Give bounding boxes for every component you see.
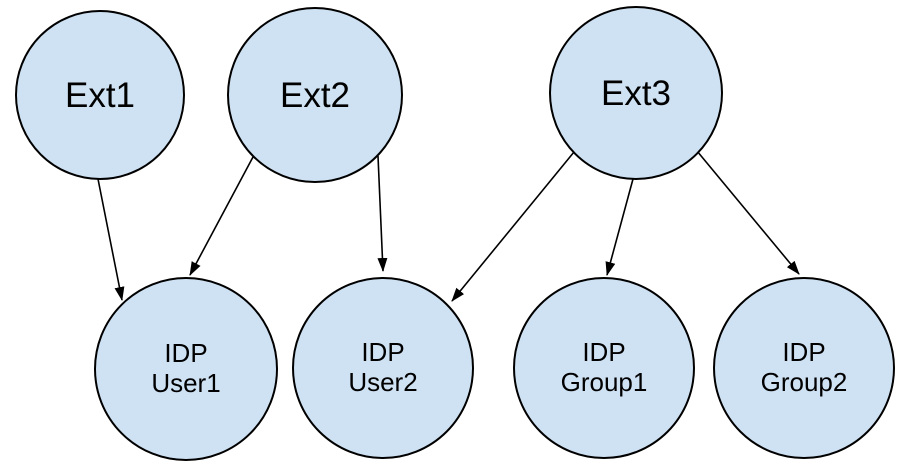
edge-ext3-to-idp-user2 <box>451 151 575 302</box>
edge-ext1-to-idp-user1 <box>97 178 125 301</box>
edge-ext2-to-idp-user1 <box>189 156 254 276</box>
node-idp-group1-label-line2: Group1 <box>561 367 648 397</box>
node-idp-user1[interactable]: IDP User1 <box>94 277 278 461</box>
node-ext3[interactable]: Ext3 <box>549 6 723 180</box>
node-idp-group1[interactable]: IDP Group1 <box>513 277 695 459</box>
node-idp-user2-circle[interactable] <box>292 277 474 459</box>
node-idp-user1-label-line1: IDP <box>164 338 207 368</box>
edge-ext3-to-idp-group1 <box>605 178 634 276</box>
node-idp-group2-label-line2: Group2 <box>761 367 848 397</box>
edges-layer <box>97 150 800 302</box>
edge-ext3-to-idp-group2 <box>696 150 800 275</box>
node-ext1[interactable]: Ext1 <box>15 10 185 180</box>
node-ext3-circle[interactable] <box>549 6 723 180</box>
node-idp-group2-circle[interactable] <box>713 277 895 459</box>
node-idp-group2[interactable]: IDP Group2 <box>713 277 895 459</box>
node-ext2[interactable]: Ext2 <box>227 7 403 183</box>
node-idp-group1-circle[interactable] <box>513 277 695 459</box>
node-idp-group2-label-line1: IDP <box>782 337 825 367</box>
node-idp-user1-circle[interactable] <box>94 277 278 461</box>
node-ext2-label: Ext2 <box>280 76 350 115</box>
node-idp-user2[interactable]: IDP User2 <box>292 277 474 459</box>
edge-ext2-to-idp-user2 <box>377 155 388 272</box>
node-ext1-label: Ext1 <box>65 76 135 115</box>
node-ext3-label: Ext3 <box>601 74 671 113</box>
node-idp-user2-label-line2: User2 <box>348 367 417 397</box>
node-idp-user1-label-line2: User1 <box>151 368 220 398</box>
node-idp-user2-label-line1: IDP <box>361 337 404 367</box>
node-idp-group1-label-line1: IDP <box>582 337 625 367</box>
node-ext2-circle[interactable] <box>227 7 403 183</box>
node-ext1-circle[interactable] <box>15 10 185 180</box>
